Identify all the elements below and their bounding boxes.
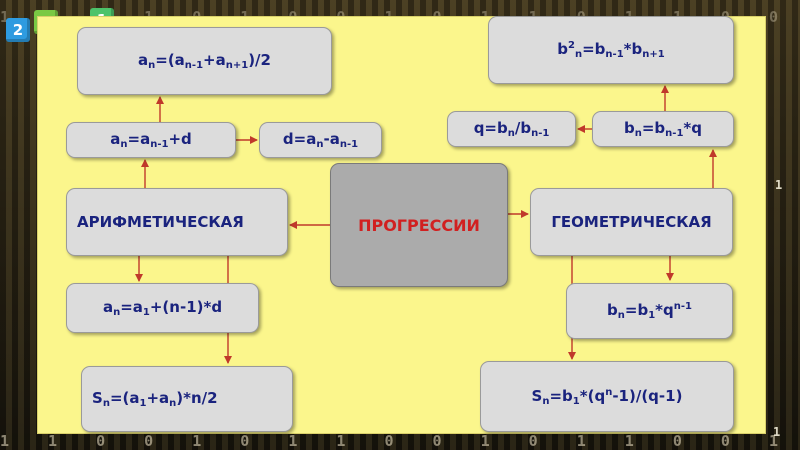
formula-text: q=bn/bn-1 [473, 119, 550, 139]
side-digit: 1 [775, 178, 783, 192]
formula-text: Sn=(a1+an)*n/2 [92, 389, 218, 409]
arithmetic-label: АРИФМЕТИЧЕСКАЯ [77, 213, 244, 231]
year-cube: 2 [6, 18, 30, 42]
binary-digits-bottom: 1 1 0 0 1 0 1 1 0 0 1 0 1 1 0 0 1 0 1 1 … [0, 432, 800, 450]
geometric-nth-term-formula: bn=b1*qn-1 [566, 283, 733, 339]
geometric-recurrence-formula: bn=bn-1*q [592, 111, 734, 147]
arithmetic-mean-formula: an=(an-1+an+1)/2 [77, 27, 332, 95]
formula-text: an=(an-1+an+1)/2 [138, 51, 271, 71]
formula-text: bn=bn-1*q [623, 119, 702, 139]
formula-text: an=a1+(n-1)*d [102, 298, 223, 318]
arithmetic-label-box: АРИФМЕТИЧЕСКАЯ [66, 188, 288, 256]
geometric-label-box: ГЕОМЕТРИЧЕСКАЯ [530, 188, 733, 256]
arithmetic-sum-formula: Sn=(a1+an)*n/2 [81, 366, 293, 432]
arithmetic-nth-term-formula: an=a1+(n-1)*d [66, 283, 259, 333]
arithmetic-difference-formula: d=an-an-1 [259, 122, 382, 158]
formula-text: Sn=b1*(qn-1)/(q-1) [531, 386, 683, 407]
formula-text: d=an-an-1 [282, 130, 359, 150]
side-digit: 1 [773, 425, 781, 439]
formula-text: bn=b1*qn-1 [607, 301, 692, 321]
geometric-mean-formula: b2n=bn-1*bn+1 [488, 16, 734, 84]
arithmetic-recurrence-formula: an=an-1+d [66, 122, 236, 158]
progressions-title: ПРОГРЕССИИ [358, 215, 480, 235]
progressions-title-box: ПРОГРЕССИИ [330, 163, 508, 287]
geometric-sum-formula: Sn=b1*(qn-1)/(q-1) [480, 361, 734, 432]
formula-text: an=an-1+d [110, 130, 192, 150]
formula-text: b2n=bn-1*bn+1 [557, 40, 665, 60]
geometric-ratio-formula: q=bn/bn-1 [447, 111, 576, 147]
geometric-label: ГЕОМЕТРИЧЕСКАЯ [551, 213, 712, 231]
